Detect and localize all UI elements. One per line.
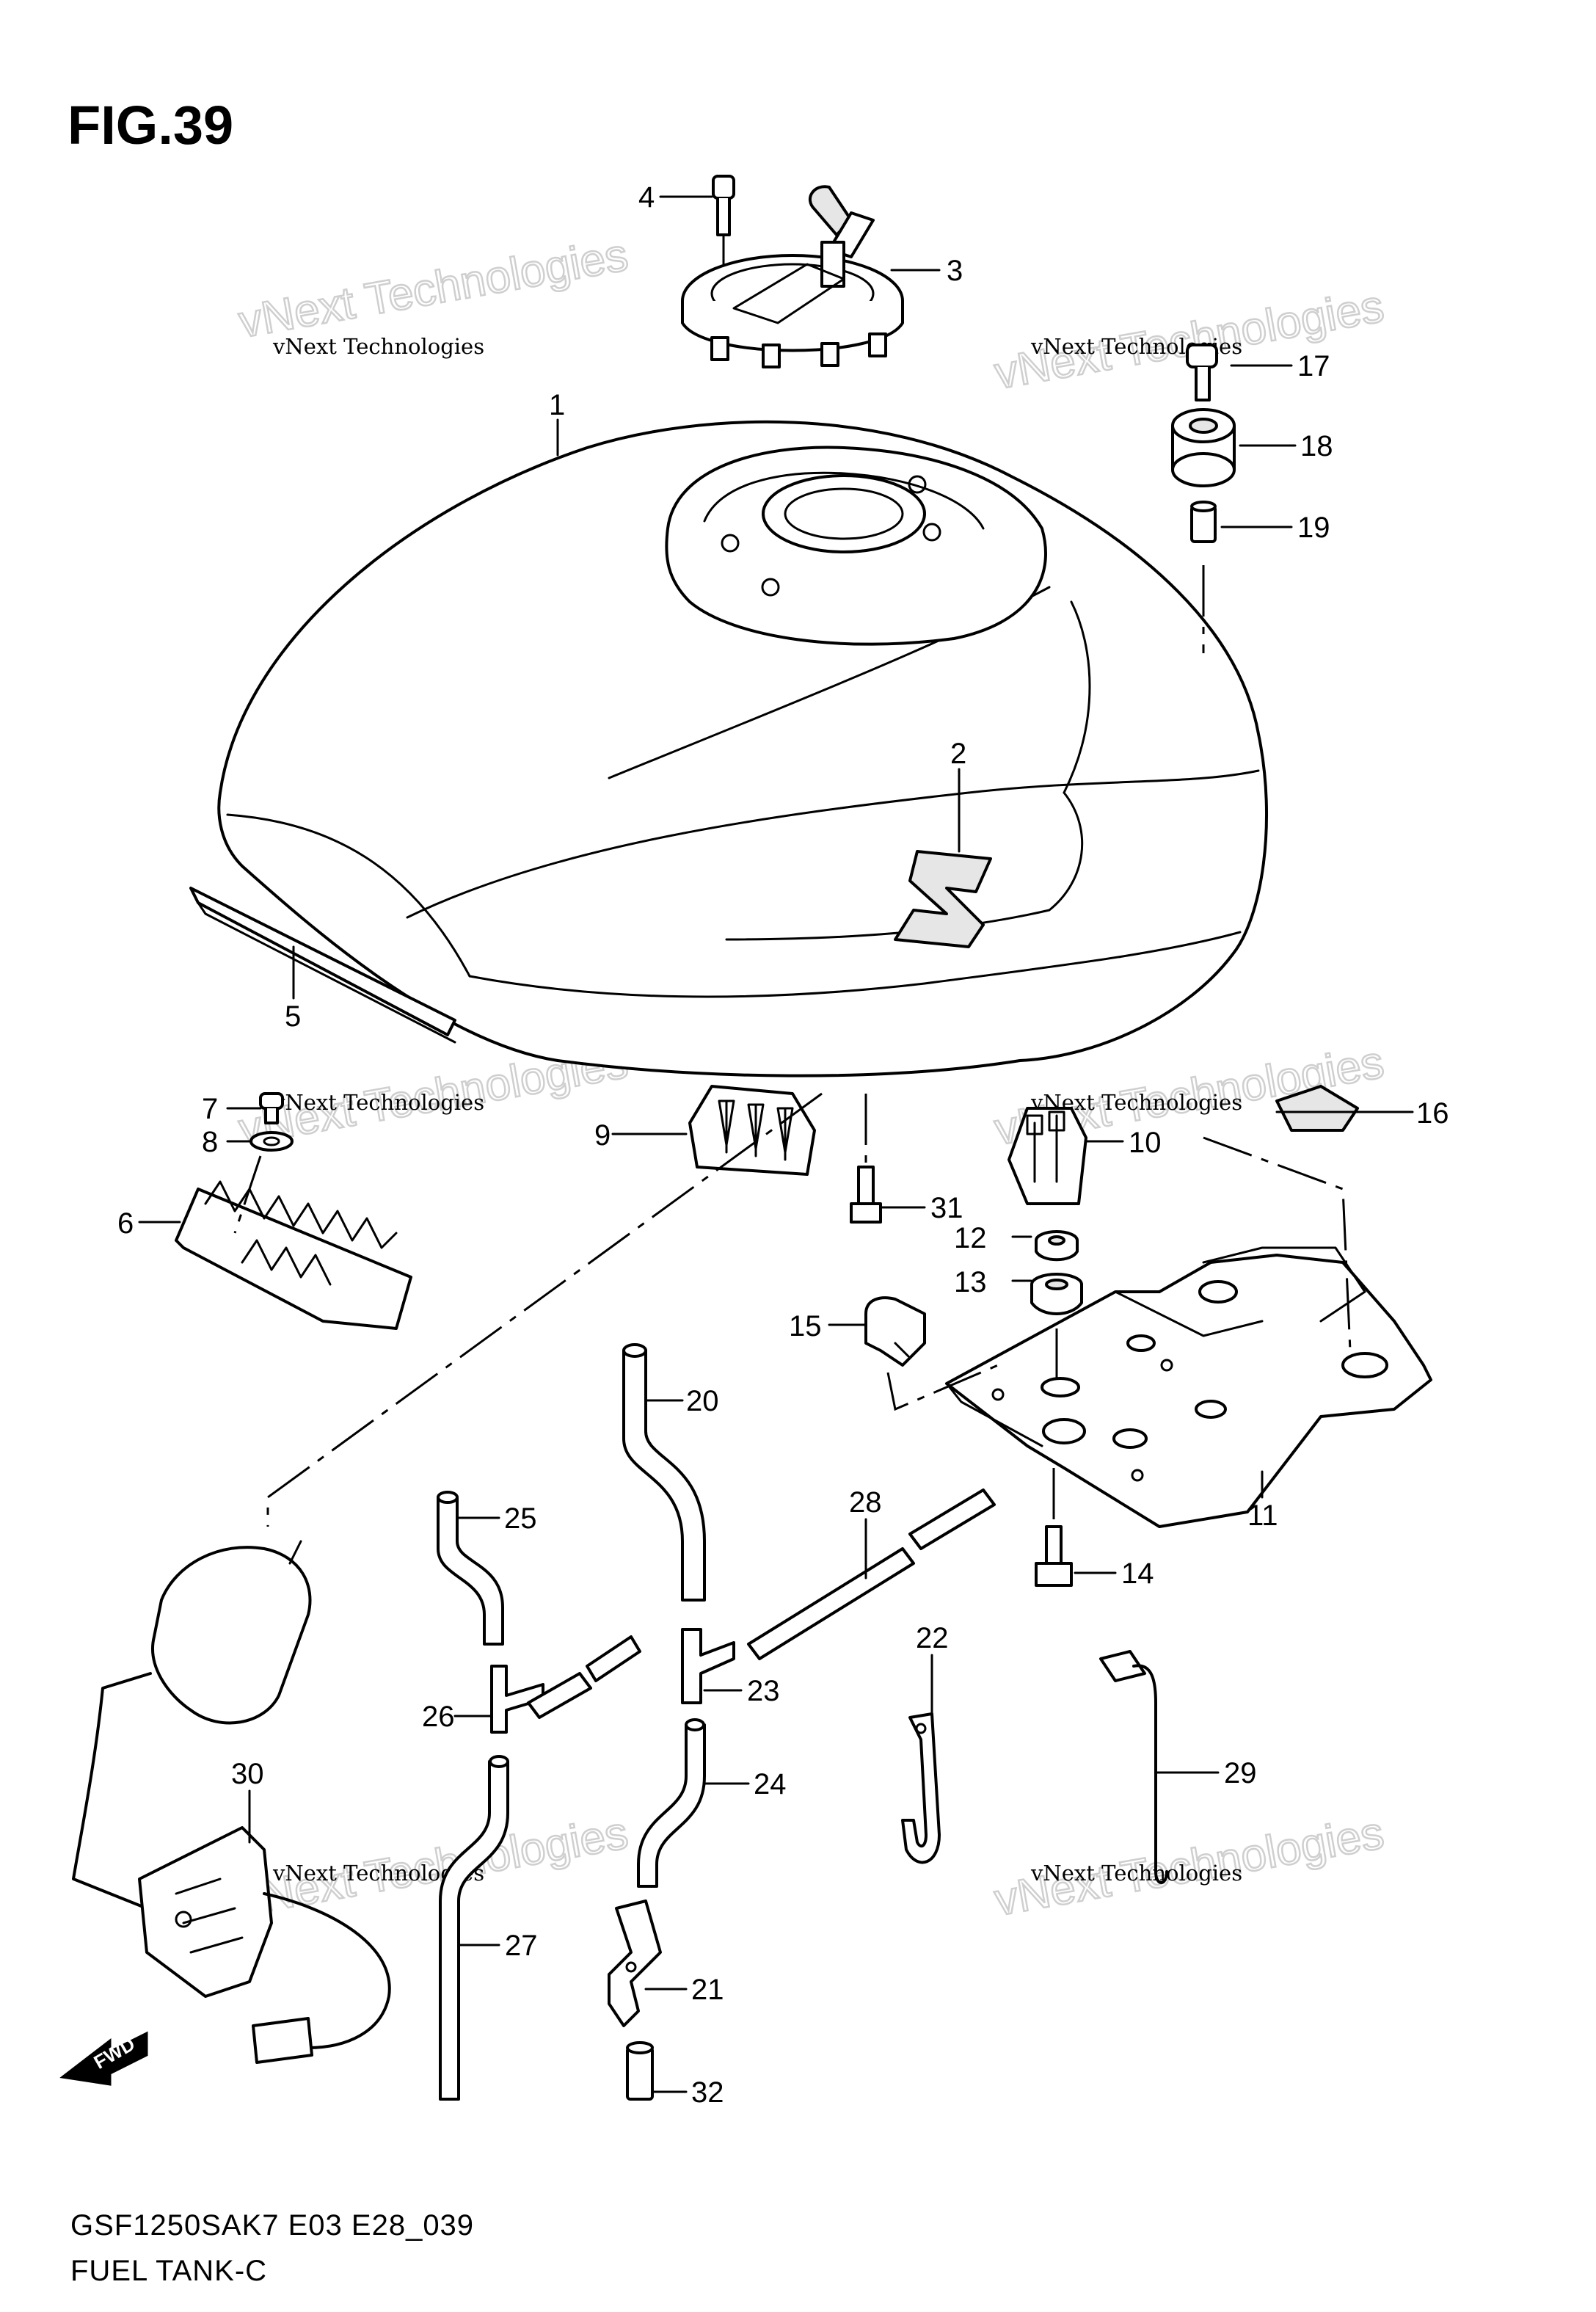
model-code: GSF1250SAK7 E03 E28_039 xyxy=(70,2209,475,2242)
part-24-hose xyxy=(637,1718,706,1888)
part-5-strip xyxy=(189,887,456,1044)
watermark-1: vNext Technologies xyxy=(234,228,633,349)
callout-20: 20 xyxy=(686,1385,719,1417)
part-6-cushion xyxy=(175,1180,412,1330)
callout-4: 4 xyxy=(638,181,655,214)
part-15-clip xyxy=(864,1296,926,1367)
callout-23: 23 xyxy=(747,1675,780,1707)
part-7-bolt xyxy=(259,1092,284,1124)
callout-26: 26 xyxy=(422,1701,455,1733)
callout-15: 15 xyxy=(789,1310,822,1342)
callout-7: 7 xyxy=(202,1093,218,1125)
part-9-cushion xyxy=(688,1085,816,1176)
watermark-6-text: vNext Technologies xyxy=(1030,1861,1242,1886)
callout-25: 25 xyxy=(504,1502,537,1535)
callout-12: 12 xyxy=(954,1222,987,1254)
callout-21: 21 xyxy=(691,1974,724,2006)
part-20-hose xyxy=(622,1343,706,1602)
part-11-bracket xyxy=(945,1246,1432,1528)
part-3-fuel-cap xyxy=(681,185,904,368)
part-19-spacer xyxy=(1190,501,1217,543)
callout-leaders xyxy=(138,195,1414,2093)
part-14-bolt xyxy=(1035,1525,1073,1587)
callout-1: 1 xyxy=(549,389,565,421)
callout-11: 11 xyxy=(1247,1499,1278,1532)
callout-10: 10 xyxy=(1129,1127,1162,1159)
part-13-grommet xyxy=(1030,1273,1083,1315)
watermark-1-logo: vNext Technologies xyxy=(235,230,631,348)
part-16-pad xyxy=(1275,1085,1359,1132)
part-12-collar xyxy=(1035,1230,1079,1262)
part-28-hose xyxy=(527,1488,996,1719)
part-1-fuel-tank xyxy=(217,420,1268,1077)
callout-17: 17 xyxy=(1297,350,1330,382)
part-10-cushion xyxy=(1007,1107,1087,1205)
forward-arrow-icon: FWD xyxy=(59,2031,148,2086)
callout-31: 31 xyxy=(930,1192,963,1224)
callout-6: 6 xyxy=(117,1207,134,1240)
callout-27: 27 xyxy=(505,1930,538,1962)
callout-5: 5 xyxy=(285,1000,301,1033)
part-27-hose xyxy=(439,1755,509,2101)
figure-title: FIG.39 xyxy=(68,95,234,156)
callout-24: 24 xyxy=(754,1768,787,1800)
callout-18: 18 xyxy=(1300,430,1333,462)
part-2-emblem xyxy=(894,850,992,948)
part-17-bolt xyxy=(1186,343,1218,401)
part-29-lead xyxy=(1099,1650,1168,1884)
part-4-screw xyxy=(712,175,735,264)
part-30-fuel-sender xyxy=(72,1540,391,2064)
part-21-clamp xyxy=(608,1900,662,2027)
callout-22: 22 xyxy=(916,1622,949,1654)
callout-14: 14 xyxy=(1121,1557,1154,1590)
part-32-sleeve xyxy=(626,2041,654,2101)
section-name: FUEL TANK-C xyxy=(70,2255,268,2287)
callout-28: 28 xyxy=(849,1486,882,1519)
part-8-washer xyxy=(249,1131,294,1152)
callout-29: 29 xyxy=(1224,1757,1257,1789)
callout-3: 3 xyxy=(947,255,963,287)
callout-32: 32 xyxy=(691,2076,724,2109)
part-18-cushion xyxy=(1171,408,1236,487)
callout-2: 2 xyxy=(950,738,966,770)
callout-30: 30 xyxy=(231,1758,264,1790)
part-31-bolt xyxy=(850,1166,882,1224)
callout-8: 8 xyxy=(202,1126,218,1158)
part-22-strap xyxy=(901,1712,941,1864)
part-25-hose xyxy=(437,1491,504,1646)
watermark-3-text: vNext Technologies xyxy=(272,1090,484,1115)
callout-16: 16 xyxy=(1416,1097,1449,1130)
callout-labels: 4 3 1 2 5 17 18 19 16 9 10 7 8 6 31 12 1… xyxy=(117,181,1449,2109)
callout-13: 13 xyxy=(954,1266,987,1298)
part-23-tee xyxy=(681,1628,735,1704)
callout-19: 19 xyxy=(1297,512,1330,544)
watermark-1-text: vNext Technologies xyxy=(272,334,484,359)
callout-9: 9 xyxy=(594,1119,611,1152)
